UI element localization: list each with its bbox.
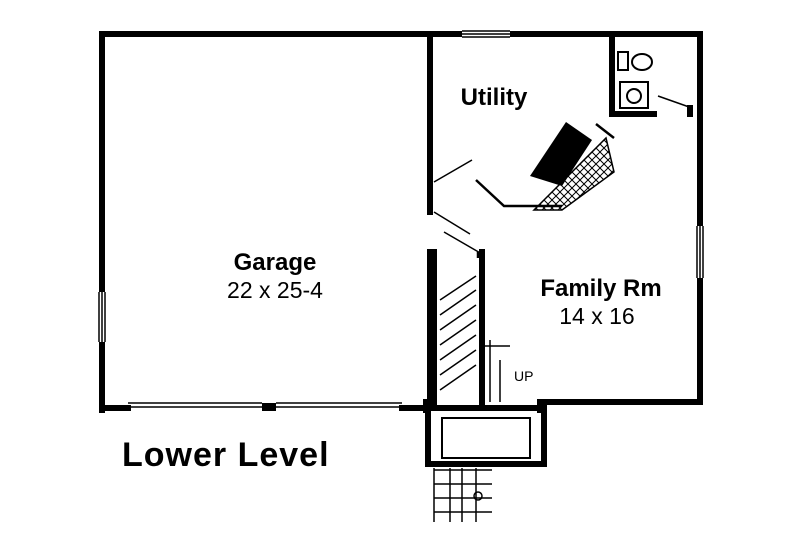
room-dimensions-garage: 22 x 25-4 [227, 277, 323, 303]
bathroom-fixtures [617, 51, 653, 109]
plan-title: Lower Level [122, 436, 330, 474]
windows [98, 30, 705, 342]
room-dimensions-family: 14 x 16 [559, 303, 634, 329]
room-name-utility: Utility [461, 84, 528, 111]
labels: Utility Garage 22 x 25-4 Family Rm 14 x … [122, 84, 662, 474]
entry-steps [425, 405, 547, 522]
room-name-garage: Garage [234, 249, 317, 276]
stairs [431, 249, 510, 405]
stair-direction-label: UP [514, 368, 533, 384]
door-swings [433, 95, 693, 255]
room-name-family: Family Rm [540, 275, 661, 302]
fireplace [475, 122, 615, 211]
garage-door [99, 402, 431, 411]
